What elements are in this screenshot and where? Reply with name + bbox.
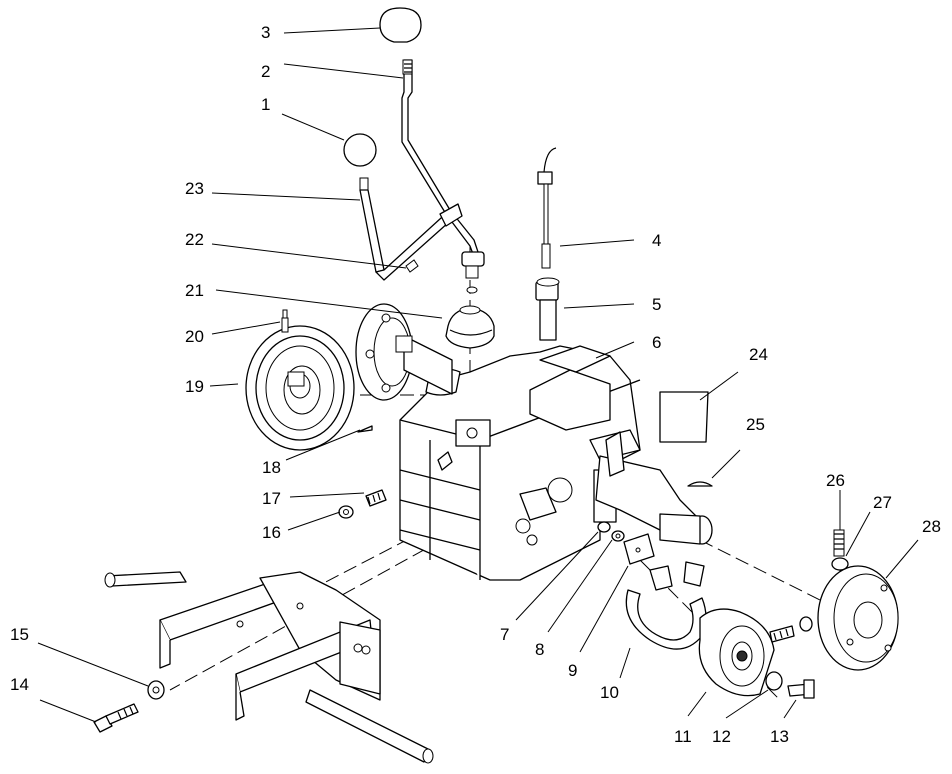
washer-part-8 [611, 530, 625, 542]
callout-2: 2 [261, 62, 270, 81]
callout-16: 16 [262, 523, 281, 542]
callout-4: 4 [652, 231, 661, 250]
callout-24: 24 [749, 345, 768, 364]
callout-labels: 3 2 1 23 22 21 20 19 18 17 16 4 5 6 24 2… [10, 23, 941, 746]
left-axle-flange [355, 303, 453, 401]
pulley-part-19 [245, 325, 355, 451]
callout-12: 12 [712, 727, 731, 746]
screw-part-7 [597, 521, 611, 533]
switch-housing-part-5 [535, 277, 560, 341]
bracket-part-9 [623, 533, 655, 565]
callout-15: 15 [10, 625, 29, 644]
bolt-part-14 [93, 703, 139, 733]
stud-part-26 [833, 529, 845, 557]
nut-part-16 [338, 505, 354, 519]
hub-part-28 [817, 565, 899, 671]
callout-18: 18 [262, 458, 281, 477]
callout-3: 3 [261, 23, 270, 42]
mounting-frame [104, 571, 434, 764]
callout-26: 26 [826, 471, 845, 490]
callout-10: 10 [600, 683, 619, 702]
neutral-switch-part-4 [537, 147, 557, 269]
callout-5: 5 [652, 295, 661, 314]
callout-14: 14 [10, 675, 29, 694]
washer-part-15 [147, 680, 165, 700]
key-part-18 [357, 425, 373, 433]
brake-drum-part-11 [698, 608, 775, 697]
ball-knob-part-1 [343, 133, 377, 191]
callout-25: 25 [746, 415, 765, 434]
callout-23: 23 [185, 179, 204, 198]
shift-lever-part-2 [401, 59, 485, 294]
bolt-part-13 [787, 679, 815, 699]
callout-22: 22 [185, 230, 204, 249]
callout-19: 19 [185, 377, 204, 396]
callout-20: 20 [185, 327, 204, 346]
lever-assembly-part-23 [359, 189, 463, 281]
brake-band-part-10 [625, 561, 707, 650]
callout-28: 28 [922, 517, 941, 536]
shift-knob-part-3 [379, 7, 422, 43]
setscrew-part-20 [281, 309, 289, 333]
leader-lines [37, 27, 919, 723]
callout-13: 13 [770, 727, 789, 746]
callout-7: 7 [500, 625, 509, 644]
callout-1: 1 [261, 95, 270, 114]
washer-part-12 [765, 671, 783, 691]
nut-part-27 [831, 557, 849, 571]
callout-8: 8 [535, 640, 544, 659]
callout-9: 9 [568, 661, 577, 680]
woodruff-key-part-25 [687, 481, 713, 487]
callout-6: 6 [652, 333, 661, 352]
callout-17: 17 [262, 489, 281, 508]
callout-27: 27 [873, 493, 892, 512]
shift-boot-part-21 [445, 305, 495, 349]
callout-21: 21 [185, 281, 204, 300]
hub-fitting [769, 616, 813, 643]
decal-part-24 [659, 391, 709, 443]
right-axle-tube [595, 431, 713, 545]
fitting-part-17 [365, 489, 387, 507]
callout-11: 11 [674, 727, 692, 746]
